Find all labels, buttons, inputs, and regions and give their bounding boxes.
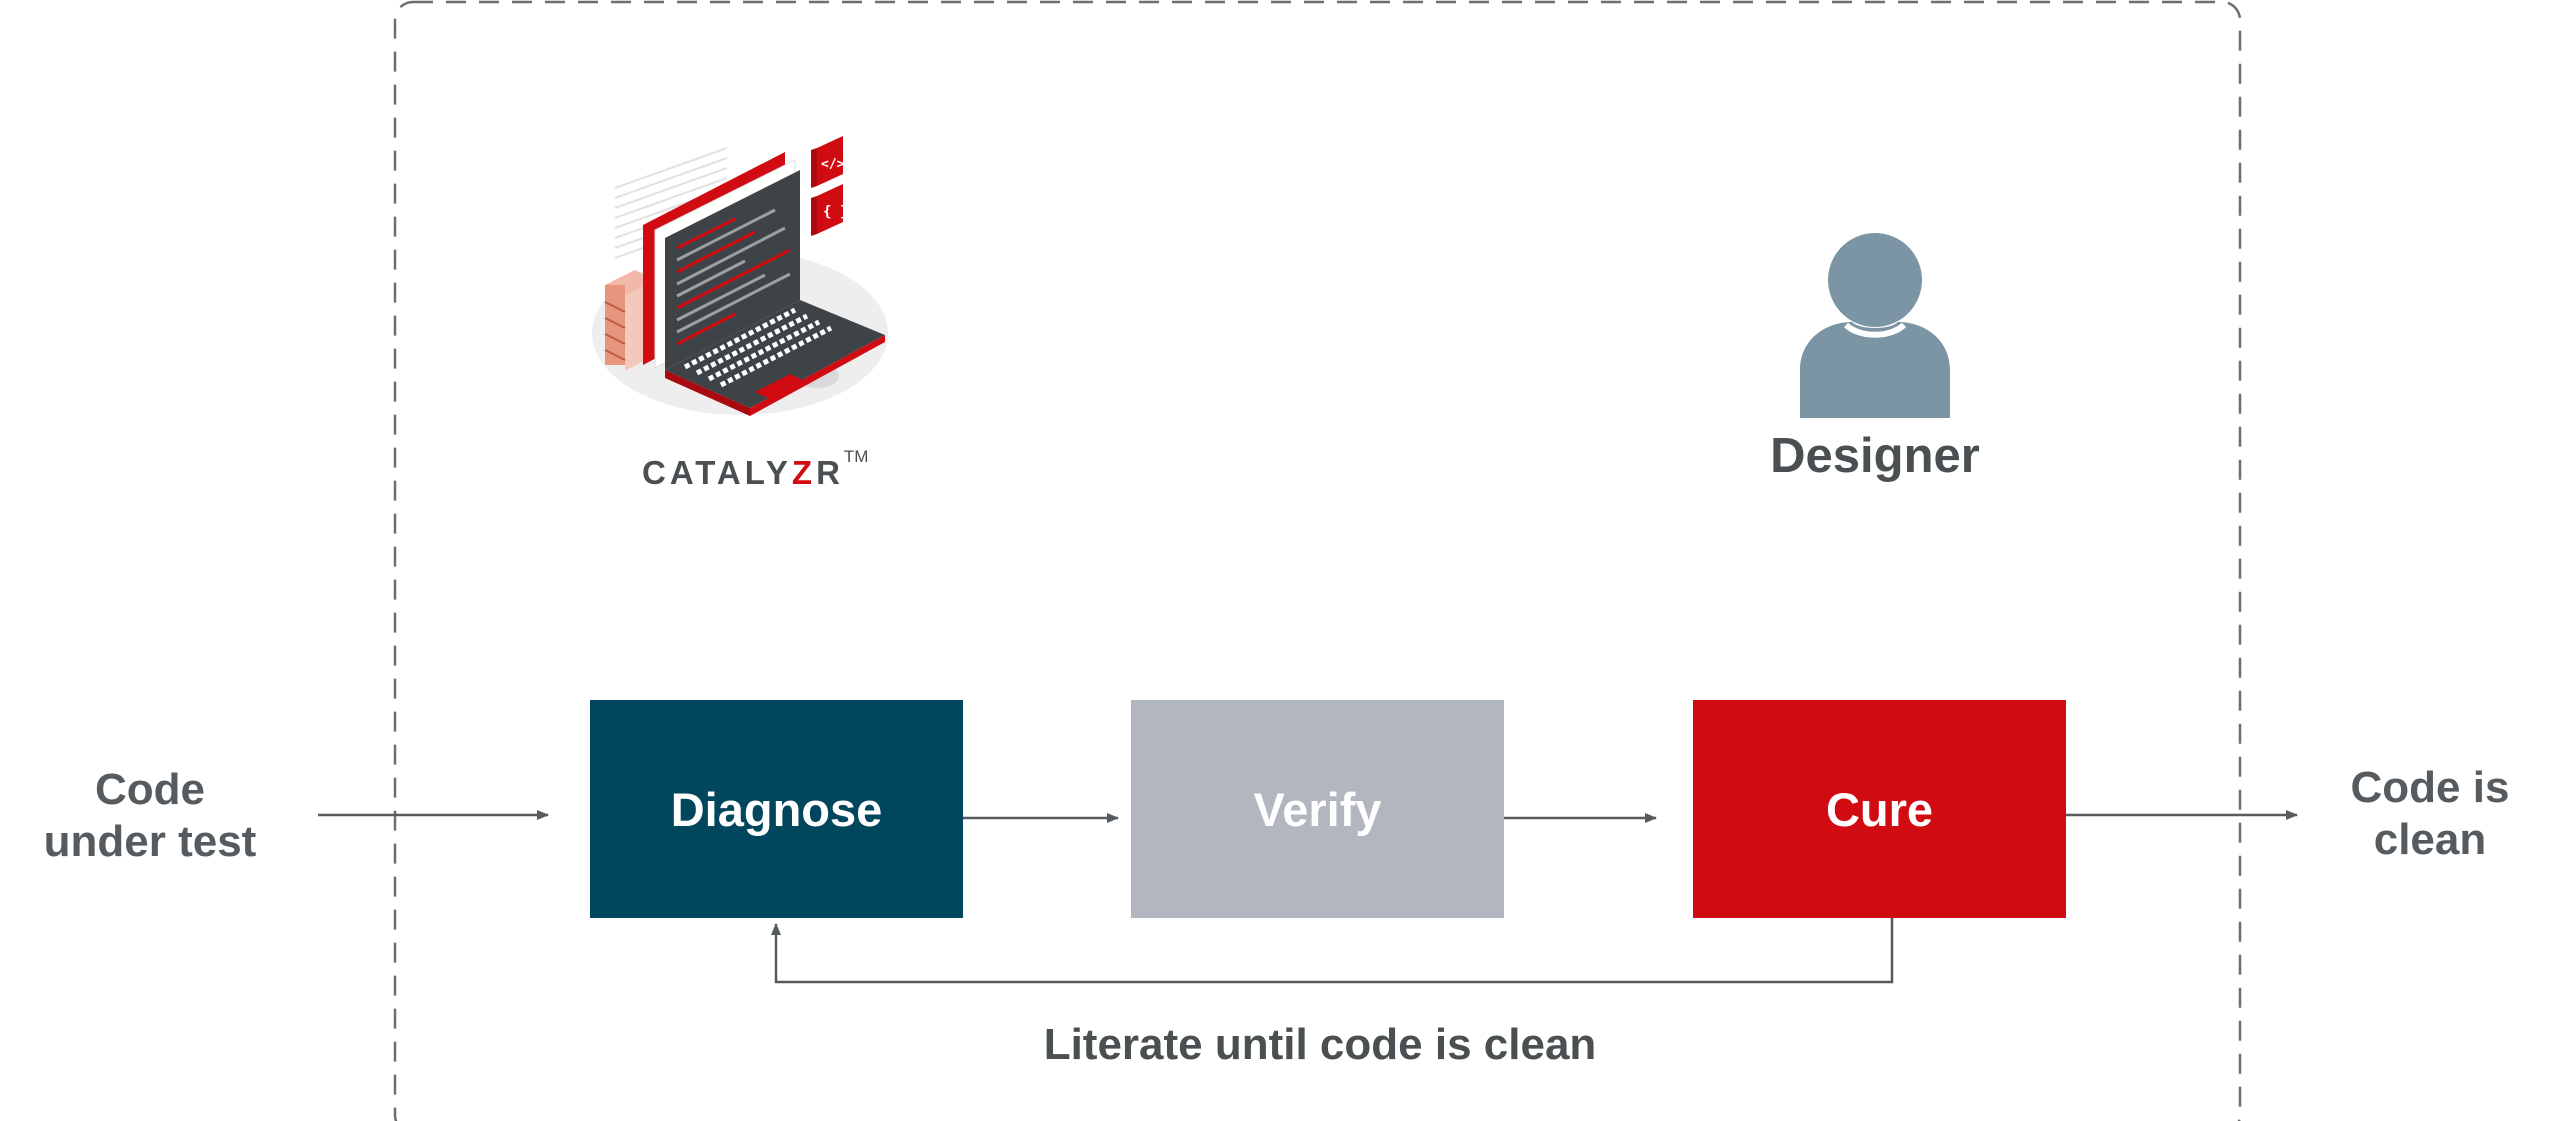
brand-trademark: TM: [843, 447, 869, 466]
output-label: Code is clean: [2310, 762, 2550, 866]
cure-step-label: Cure: [1825, 782, 1934, 836]
input-label: Code under test: [20, 764, 280, 868]
feedback-loop-arrow: [771, 918, 1894, 984]
diagnose-step: Diagnose: [590, 700, 963, 918]
designer-label: Designer: [1770, 429, 1980, 483]
designer-person-icon: [1800, 233, 1950, 418]
brand-prefix: CATALY: [642, 454, 792, 491]
brand-wordmark: CATALYZRTM: [642, 447, 868, 492]
input-label-line-2: under test: [43, 817, 257, 866]
output-label-line-1: Code is: [2350, 763, 2510, 812]
output-label-line-2: clean: [2373, 815, 2487, 864]
input-label-line-1: Code: [95, 765, 205, 814]
verify-step: Verify: [1131, 700, 1504, 918]
laptop-code-illustration: </> { }: [592, 136, 888, 416]
brand-highlight: Z: [791, 454, 817, 491]
brand-suffix: R: [816, 454, 844, 491]
svg-text:</>: </>: [821, 157, 845, 172]
cure-step: Cure: [1693, 700, 2066, 918]
process-boundary: [393, 0, 2242, 1121]
diagnose-step-label: Diagnose: [670, 782, 883, 836]
svg-text:{ }: { }: [823, 204, 848, 220]
loop-caption: Literate until code is clean: [1043, 1020, 1597, 1069]
verify-step-label: Verify: [1253, 782, 1382, 836]
